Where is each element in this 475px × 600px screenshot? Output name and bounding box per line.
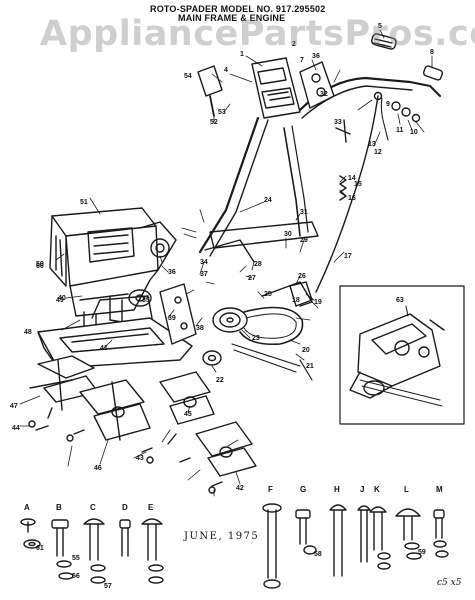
callout-label: 61: [36, 545, 44, 552]
hardware-letter: K: [374, 485, 380, 494]
callout-label: 50: [36, 261, 44, 268]
callout-label: 63: [396, 297, 404, 304]
callout-label: 28: [254, 261, 262, 268]
callout-label: 46: [94, 465, 102, 472]
callout-label: 35: [142, 297, 150, 304]
callout-label: 41: [100, 345, 108, 352]
drive-pulleys: [128, 281, 313, 381]
callout-labels: 1 2 3 4 5 6 7 8 9 10 11 12 13 14 15 16 1…: [10, 23, 434, 590]
callout-label: 1: [240, 51, 244, 58]
callout-label: 14: [348, 175, 356, 182]
callout-label: 60: [36, 263, 44, 270]
callout-label: 13: [368, 141, 376, 148]
callout-label: 4: [224, 67, 228, 74]
hardware-letter: F: [268, 485, 273, 494]
engine: [49, 207, 177, 337]
hardware-letter: L: [404, 485, 409, 494]
callout-label: 29: [300, 237, 308, 244]
transmission-inset: [339, 285, 465, 425]
callout-label: 56: [72, 573, 80, 580]
callout-label: 5: [378, 23, 382, 30]
callout-label: 55: [72, 555, 80, 562]
main-frame: [37, 283, 197, 369]
callout-label: 48: [24, 329, 32, 336]
callout-label: 39: [168, 315, 176, 322]
page-code: c5 x5: [437, 578, 462, 588]
callout-label: 58: [314, 551, 322, 558]
callout-label: 59: [418, 549, 426, 556]
leader-lines: [19, 29, 433, 497]
callout-label: 49: [56, 297, 64, 304]
callout-label: 38: [196, 325, 204, 332]
callout-label: 12: [374, 149, 382, 156]
hardware-letter: B: [56, 503, 62, 512]
callout-label: 3: [312, 53, 316, 60]
hardware-letter: J: [360, 485, 364, 494]
callout-label: 22: [216, 377, 224, 384]
callout-label: 16: [348, 195, 356, 202]
diagram-subtitle: MAIN FRAME & ENGINE: [178, 13, 286, 23]
callout-label: 32: [320, 91, 328, 98]
callout-label: 2: [292, 41, 296, 48]
callout-label: 20: [302, 347, 310, 354]
callout-label: 30: [284, 231, 292, 238]
callout-label: 47: [10, 403, 18, 410]
callout-label: 52: [210, 119, 218, 126]
callout-label: 26: [298, 273, 306, 280]
callout-label: 7: [300, 57, 304, 64]
callout-label: 57: [104, 583, 112, 590]
callout-label: 17: [344, 253, 352, 260]
callout-label: 19: [314, 299, 322, 306]
callout-label: 25: [264, 291, 272, 298]
handle-assembly: [197, 33, 444, 293]
callout-label: 8: [430, 49, 434, 56]
diagram-title: ROTO-SPADER MODEL NO. 917.295502: [150, 4, 326, 14]
hardware-letter: G: [300, 485, 306, 494]
callout-label: 36: [168, 269, 176, 276]
revision-date: JUNE, 1975: [184, 531, 260, 542]
callout-label: 33: [334, 119, 342, 126]
tines: [28, 355, 257, 494]
callout-label: 53: [218, 109, 226, 116]
callout-label: 27: [248, 275, 256, 282]
hardware-row: [20, 503, 449, 589]
callout-label: 43: [136, 455, 144, 462]
callout-label: 18: [292, 297, 300, 304]
hardware-letter: D: [122, 503, 128, 512]
hardware-letter: C: [90, 503, 96, 512]
hardware-letter: M: [436, 485, 443, 494]
callout-label: 40: [58, 295, 66, 302]
callout-label: 10: [410, 129, 418, 136]
hardware-letter-labels: A B C D E F G H J K L M: [24, 485, 443, 512]
hardware-letter: H: [334, 485, 340, 494]
hardware-letter: E: [148, 503, 154, 512]
callout-label: 6: [316, 53, 320, 60]
callout-label: 45: [184, 411, 192, 418]
callout-label: 9: [386, 101, 390, 108]
callout-label: 37: [200, 271, 208, 278]
callout-label: 23: [252, 335, 260, 342]
callout-label: 34: [200, 259, 208, 266]
callout-label: 51: [80, 199, 88, 206]
callout-label: 31: [300, 209, 308, 216]
callout-label: 15: [354, 181, 362, 188]
callout-label: 42: [236, 485, 244, 492]
callout-label: 11: [396, 127, 404, 134]
hardware-letter: A: [24, 503, 30, 512]
callout-label: 54: [184, 73, 192, 80]
callout-label: 24: [264, 197, 272, 204]
callout-label: 44: [12, 425, 20, 432]
callout-label: 21: [306, 363, 314, 370]
